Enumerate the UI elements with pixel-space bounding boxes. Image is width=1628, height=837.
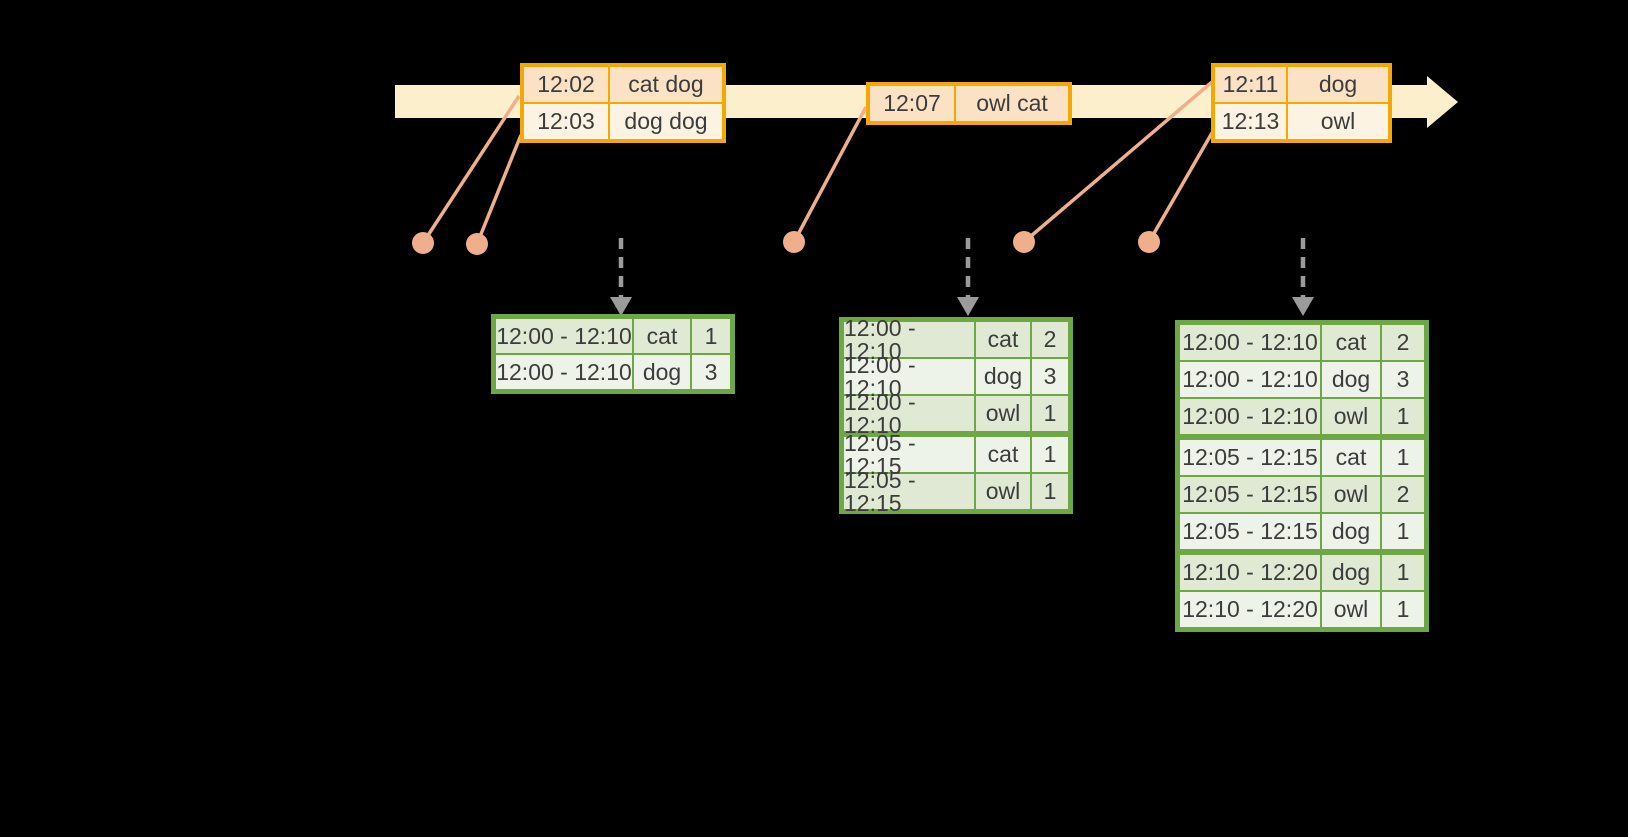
event-dots — [412, 231, 1160, 255]
count-cell: 2 — [1382, 325, 1424, 360]
table-row: 12:00 - 12:10 cat 2 — [844, 316, 1068, 362]
window-cell: 12:00 - 12:10 — [496, 319, 632, 353]
window-cell: 12:00 - 12:10 — [1180, 325, 1320, 360]
count-cell: 1 — [1382, 399, 1424, 434]
count-cell: 3 — [1032, 359, 1068, 394]
word-cell: dog — [976, 359, 1030, 394]
table-row: 12:05 - 12:15 owl 1 — [844, 468, 1068, 514]
count-cell: 2 — [1382, 477, 1424, 512]
count-cell: 1 — [1382, 555, 1424, 590]
window-cell: 12:10 - 12:20 — [1180, 592, 1320, 627]
event-time-cell: 12:11 — [1215, 67, 1286, 102]
event-dot — [1013, 231, 1035, 253]
window-cell: 12:00 - 12:10 — [844, 316, 974, 362]
word-cell: dog — [1322, 362, 1380, 397]
event-words-cell: owl cat — [956, 86, 1068, 121]
word-cell: cat — [1322, 325, 1380, 360]
table-row: 12:00 - 12:10 owl 1 — [844, 390, 1068, 436]
window-cell: 12:10 - 12:20 — [1180, 555, 1320, 590]
event-line — [421, 95, 521, 244]
word-cell: cat — [976, 322, 1030, 357]
word-cell: cat — [1322, 440, 1380, 475]
count-cell: 1 — [1382, 514, 1424, 549]
table-row: 12:10 - 12:20 dog 1 — [1180, 555, 1424, 590]
event-line — [1147, 125, 1218, 243]
table-row: 12:00 - 12:10 owl 1 — [1180, 399, 1424, 434]
table-row: 12:10 - 12:20 owl 1 — [1180, 592, 1424, 627]
result-table-3: 12:00 - 12:10 cat 2 12:00 - 12:10 dog 3 … — [1175, 320, 1429, 632]
window-cell: 12:05 - 12:15 — [844, 468, 974, 514]
event-line — [1022, 80, 1214, 244]
event-lines — [421, 80, 1218, 245]
table-row: 12:00 - 12:10 dog 3 — [496, 355, 730, 389]
word-cell: dog — [1322, 514, 1380, 549]
event-dot — [1138, 231, 1160, 253]
window-cell: 12:05 - 12:15 — [1180, 514, 1320, 549]
result-table-2: 12:00 - 12:10 cat 2 12:00 - 12:10 dog 3 … — [839, 316, 1073, 514]
window-cell: 12:00 - 12:10 — [1180, 399, 1320, 434]
table-row: 12:00 - 12:10 cat 1 — [496, 319, 730, 353]
table-row: 12:03 dog dog — [524, 104, 722, 139]
window-cell: 12:00 - 12:10 — [1180, 362, 1320, 397]
window-cell: 12:00 - 12:10 — [496, 355, 632, 389]
trigger-arrows — [610, 238, 1314, 316]
event-line — [475, 134, 523, 245]
word-cell: owl — [976, 396, 1030, 431]
table-row: 12:00 - 12:10 cat 2 — [1180, 325, 1424, 360]
count-cell: 2 — [1032, 322, 1068, 357]
count-cell: 3 — [1382, 362, 1424, 397]
table-row: 12:05 - 12:15 cat 1 — [1180, 440, 1424, 475]
table-row: 12:02 cat dog — [524, 67, 722, 102]
word-cell: owl — [1322, 477, 1380, 512]
word-cell: owl — [1322, 592, 1380, 627]
count-cell: 1 — [1032, 396, 1068, 431]
count-cell: 1 — [692, 319, 730, 353]
table-row: 12:00 - 12:10 dog 3 — [1180, 362, 1424, 397]
event-time-cell: 12:07 — [870, 86, 954, 121]
event-time-cell: 12:13 — [1215, 104, 1286, 139]
event-line — [792, 106, 868, 243]
table-row: 12:13 owl — [1215, 104, 1388, 139]
window-cell: 12:05 - 12:15 — [1180, 440, 1320, 475]
event-time-cell: 12:02 — [524, 67, 608, 102]
count-cell: 3 — [692, 355, 730, 389]
window-cell: 12:00 - 12:10 — [844, 353, 974, 399]
result-table-1: 12:00 - 12:10 cat 1 12:00 - 12:10 dog 3 — [491, 314, 735, 394]
event-words-cell: cat dog — [610, 67, 722, 102]
event-words-cell: dog dog — [610, 104, 722, 139]
event-dot — [412, 232, 434, 254]
event-words-cell: dog — [1288, 67, 1388, 102]
table-row: 12:05 - 12:15 owl 2 — [1180, 477, 1424, 512]
table-row: 12:05 - 12:15 cat 1 — [844, 431, 1068, 477]
event-dot — [466, 233, 488, 255]
word-cell: owl — [976, 474, 1030, 509]
event-dot — [783, 231, 805, 253]
event-words-cell: owl — [1288, 104, 1388, 139]
event-time-cell: 12:03 — [524, 104, 608, 139]
table-row: 12:00 - 12:10 dog 3 — [844, 353, 1068, 399]
word-cell: dog — [1322, 555, 1380, 590]
event-table-2: 12:07 owl cat — [866, 82, 1072, 125]
window-cell: 12:00 - 12:10 — [844, 390, 974, 436]
count-cell: 1 — [1032, 474, 1068, 509]
timeline-arrow — [1427, 76, 1458, 128]
table-row: 12:07 owl cat — [870, 86, 1068, 121]
event-table-3: 12:11 dog 12:13 owl — [1211, 63, 1392, 143]
window-cell: 12:05 - 12:15 — [1180, 477, 1320, 512]
word-cell: cat — [634, 319, 690, 353]
event-table-1: 12:02 cat dog 12:03 dog dog — [520, 63, 726, 143]
word-cell: owl — [1322, 399, 1380, 434]
count-cell: 1 — [1032, 437, 1068, 472]
word-cell: cat — [976, 437, 1030, 472]
table-row: 12:11 dog — [1215, 67, 1388, 102]
count-cell: 1 — [1382, 440, 1424, 475]
table-row: 12:05 - 12:15 dog 1 — [1180, 514, 1424, 549]
count-cell: 1 — [1382, 592, 1424, 627]
window-cell: 12:05 - 12:15 — [844, 431, 974, 477]
word-cell: dog — [634, 355, 690, 389]
